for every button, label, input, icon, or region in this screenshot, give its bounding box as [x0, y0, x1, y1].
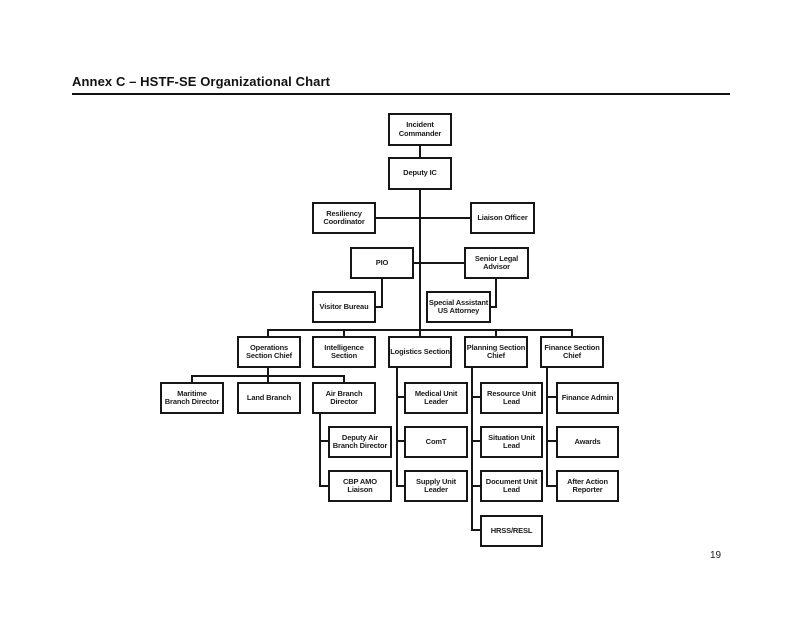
connector-line: [471, 529, 480, 531]
connector-line: [396, 485, 404, 487]
org-node-label: Air Branch Director: [325, 388, 363, 406]
org-node-visitor-bureau: Visitor Bureau: [312, 291, 376, 323]
org-node-land-branch: Land Branch: [237, 382, 301, 414]
org-node-label: Visitor Bureau: [319, 301, 369, 311]
org-node-resource-unit-lead: Resource Unit Lead: [480, 382, 543, 414]
org-node-label: Senior Legal Advisor: [474, 253, 519, 271]
org-node-label: Situation Unit Lead: [488, 432, 535, 450]
org-node-label: Supply Unit Leader: [415, 476, 456, 494]
org-node-planning-section-chief: Planning Section Chief: [464, 336, 528, 368]
org-node-logistics-section: Logistics Section: [388, 336, 452, 368]
org-node-label: Awards: [574, 436, 601, 446]
org-node-label: CBP AMO Liaison: [343, 476, 377, 494]
connector-line: [571, 329, 573, 336]
org-node-air-branch-director: Air Branch Director: [312, 382, 376, 414]
org-node-medical-unit-leader: Medical Unit Leader: [404, 382, 468, 414]
title-rule: [72, 93, 730, 95]
org-node-label: Intelligence Section: [324, 342, 364, 360]
connector-line: [319, 485, 328, 487]
page-number: 19: [710, 550, 722, 561]
org-node-label: Liaison Officer: [477, 212, 528, 222]
connector-line: [319, 440, 328, 442]
org-node-label: Finance Section Chief: [544, 342, 600, 360]
connector-line: [396, 396, 404, 398]
org-node-maritime-branch-director: Maritime Branch Director: [160, 382, 224, 414]
connector-line: [319, 413, 321, 487]
connector-line: [267, 329, 269, 336]
org-node-special-assistant-us-attorney: Special Assistant US Attorney: [426, 291, 491, 323]
connector-line: [267, 368, 269, 377]
connector-line: [396, 368, 398, 487]
org-node-resiliency-coordinator: Resiliency Coordinator: [312, 202, 376, 234]
org-node-finance-admin: Finance Admin: [556, 382, 619, 414]
org-node-cbp-amo-liaison: CBP AMO Liaison: [328, 470, 392, 502]
org-node-liaison-officer: Liaison Officer: [470, 202, 535, 234]
connector-line: [343, 329, 345, 336]
org-node-awards: Awards: [556, 426, 619, 458]
org-node-label: Deputy Air Branch Director: [332, 432, 388, 450]
org-node-label: After Action Reporter: [567, 476, 608, 494]
org-node-document-unit-lead: Document Unit Lead: [480, 470, 543, 502]
org-node-label: Land Branch: [246, 392, 292, 402]
connector-line: [471, 368, 473, 531]
connector-line: [191, 375, 193, 382]
org-node-supply-unit-leader: Supply Unit Leader: [404, 470, 468, 502]
org-node-after-action-reporter: After Action Reporter: [556, 470, 619, 502]
org-node-label: HRSS/RESL: [490, 525, 533, 535]
org-node-intelligence-section: Intelligence Section: [312, 336, 376, 368]
connector-line: [376, 217, 471, 219]
org-node-label: ComT: [425, 436, 447, 446]
connector-line: [414, 262, 465, 264]
connector-line: [471, 485, 480, 487]
connector-line: [546, 485, 556, 487]
connector-line: [376, 306, 383, 308]
org-node-deputy-air-branch-director: Deputy Air Branch Director: [328, 426, 392, 458]
org-node-label: Finance Admin: [561, 392, 614, 402]
org-node-label: Incident Commander: [398, 120, 442, 138]
connector-line: [495, 329, 497, 336]
org-node-hrss-resl: HRSS/RESL: [480, 515, 543, 547]
connector-line: [546, 368, 548, 487]
connector-line: [419, 146, 421, 158]
connector-line: [495, 279, 497, 308]
connector-line: [419, 329, 421, 336]
org-node-label: Medical Unit Leader: [414, 388, 458, 406]
connector-line: [546, 440, 556, 442]
org-node-label: Resiliency Coordinator: [323, 208, 365, 226]
org-node-deputy-ic: Deputy IC: [388, 157, 452, 190]
org-node-operations-section-chief: Operations Section Chief: [237, 336, 301, 368]
org-node-label: Logistics Section: [390, 346, 450, 356]
org-node-situation-unit-lead: Situation Unit Lead: [480, 426, 543, 458]
org-node-comt: ComT: [404, 426, 468, 458]
connector-line: [471, 396, 480, 398]
org-node-label: Operations Section Chief: [246, 342, 292, 360]
connector-line: [396, 440, 404, 442]
org-node-label: Maritime Branch Director: [164, 388, 220, 406]
connector-line: [546, 396, 556, 398]
org-node-pio: PIO: [350, 247, 414, 279]
connector-line: [267, 375, 269, 382]
org-node-label: Document Unit Lead: [485, 476, 538, 494]
org-node-label: Special Assistant US Attorney: [428, 297, 489, 315]
connector-line: [471, 440, 480, 442]
page-title: Annex C – HSTF-SE Organizational Chart: [72, 74, 331, 89]
org-node-label: Deputy IC: [403, 168, 437, 178]
org-node-senior-legal-advisor: Senior Legal Advisor: [464, 247, 529, 279]
org-node-finance-section-chief: Finance Section Chief: [540, 336, 604, 368]
org-node-label: Resource Unit Lead: [487, 388, 536, 406]
connector-line: [491, 306, 497, 308]
connector-line: [343, 375, 345, 382]
connector-line: [419, 190, 421, 331]
org-node-label: Planning Section Chief: [466, 342, 526, 360]
connector-line: [381, 279, 383, 308]
org-node-label: PIO: [375, 257, 389, 267]
org-node-incident-commander: Incident Commander: [388, 113, 452, 146]
